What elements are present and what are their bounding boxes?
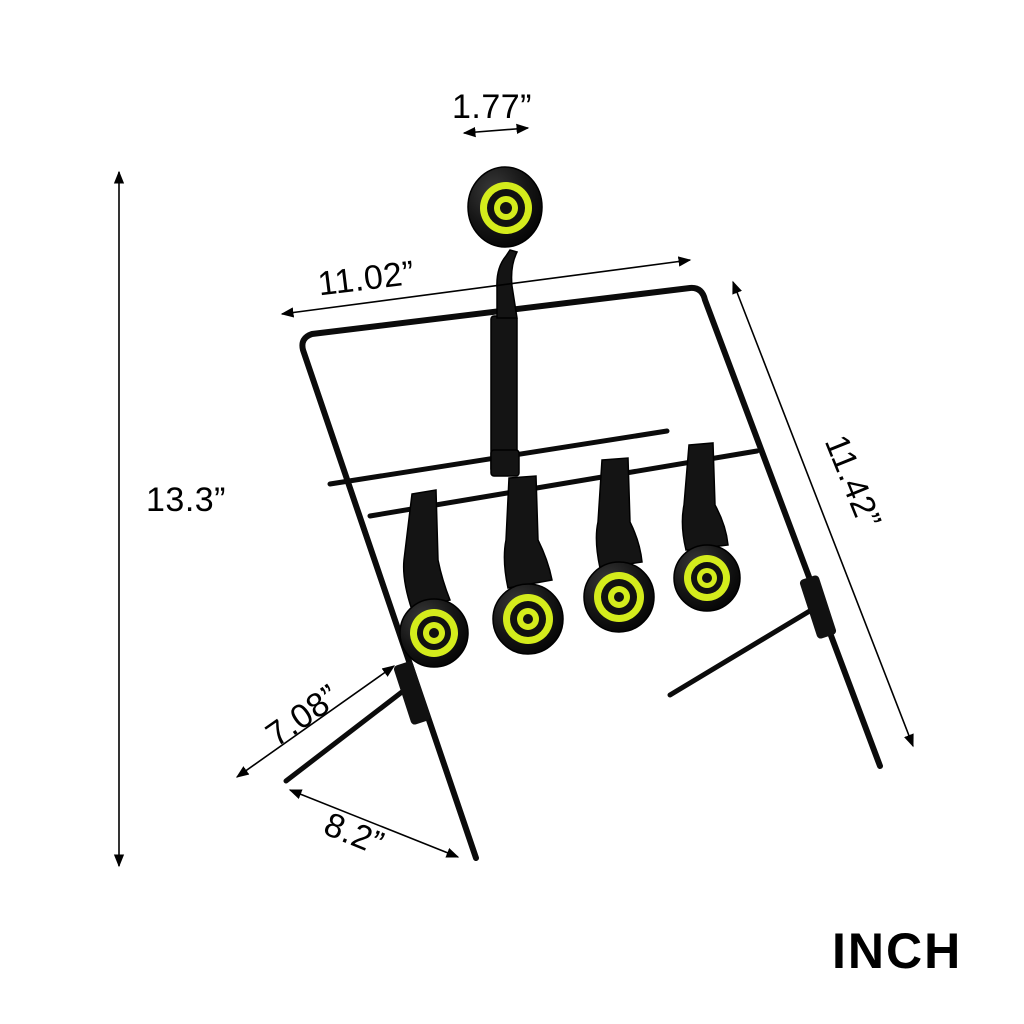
reset-arm-paddle bbox=[490, 449, 520, 477]
dimension-labels: 1.77” 11.02” 13.3” 11.42” 7.08” 8.2” INC… bbox=[146, 88, 962, 979]
unit-label: INCH bbox=[832, 923, 962, 979]
target-1 bbox=[399, 489, 469, 668]
reset-arm bbox=[467, 166, 543, 477]
dimension-lines bbox=[113, 123, 914, 868]
dim-line-frame-depth bbox=[732, 280, 914, 748]
reset-arm-column bbox=[490, 315, 518, 473]
target-3 bbox=[583, 457, 655, 633]
label-top-target-width: 1.77” bbox=[452, 88, 532, 126]
dim-line-top-target bbox=[462, 123, 530, 138]
label-foot-spread: 8.2” bbox=[319, 805, 389, 863]
right-foot-sleeve bbox=[799, 575, 837, 639]
target-4 bbox=[673, 442, 741, 612]
right-foot-bar bbox=[667, 603, 821, 698]
target-2 bbox=[492, 475, 564, 655]
dim-line-frame-width bbox=[280, 256, 692, 318]
frame-top-bar bbox=[299, 284, 883, 861]
label-frame-width: 11.02” bbox=[316, 254, 417, 304]
left-foot-sleeve bbox=[393, 661, 431, 725]
target-3-arm bbox=[595, 457, 643, 569]
dim-line-foot-spread bbox=[288, 789, 460, 858]
target-4-arm bbox=[681, 442, 729, 551]
label-frame-depth: 11.42” bbox=[817, 430, 889, 534]
target-2-arm bbox=[503, 475, 553, 589]
label-total-height: 13.3” bbox=[146, 481, 226, 519]
dim-line-foot-length bbox=[235, 665, 396, 778]
reset-target bbox=[467, 166, 543, 248]
target-1-arm bbox=[402, 489, 452, 611]
target-stand-frame bbox=[283, 284, 883, 861]
target-row bbox=[399, 442, 741, 668]
